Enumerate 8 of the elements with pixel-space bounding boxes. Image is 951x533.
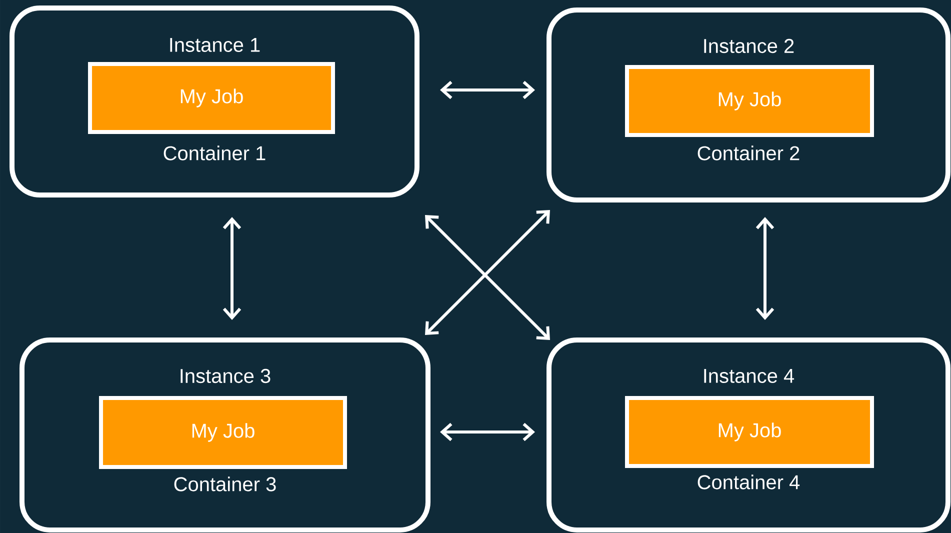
job-box: My Job bbox=[625, 65, 874, 137]
double-arrow bbox=[222, 217, 242, 320]
double-arrow bbox=[756, 217, 774, 320]
job-box: My Job bbox=[99, 396, 347, 469]
double-arrow bbox=[440, 80, 535, 100]
job-box: My Job bbox=[625, 396, 874, 468]
double-arrow bbox=[440, 422, 535, 442]
job-box: My Job bbox=[88, 62, 335, 134]
